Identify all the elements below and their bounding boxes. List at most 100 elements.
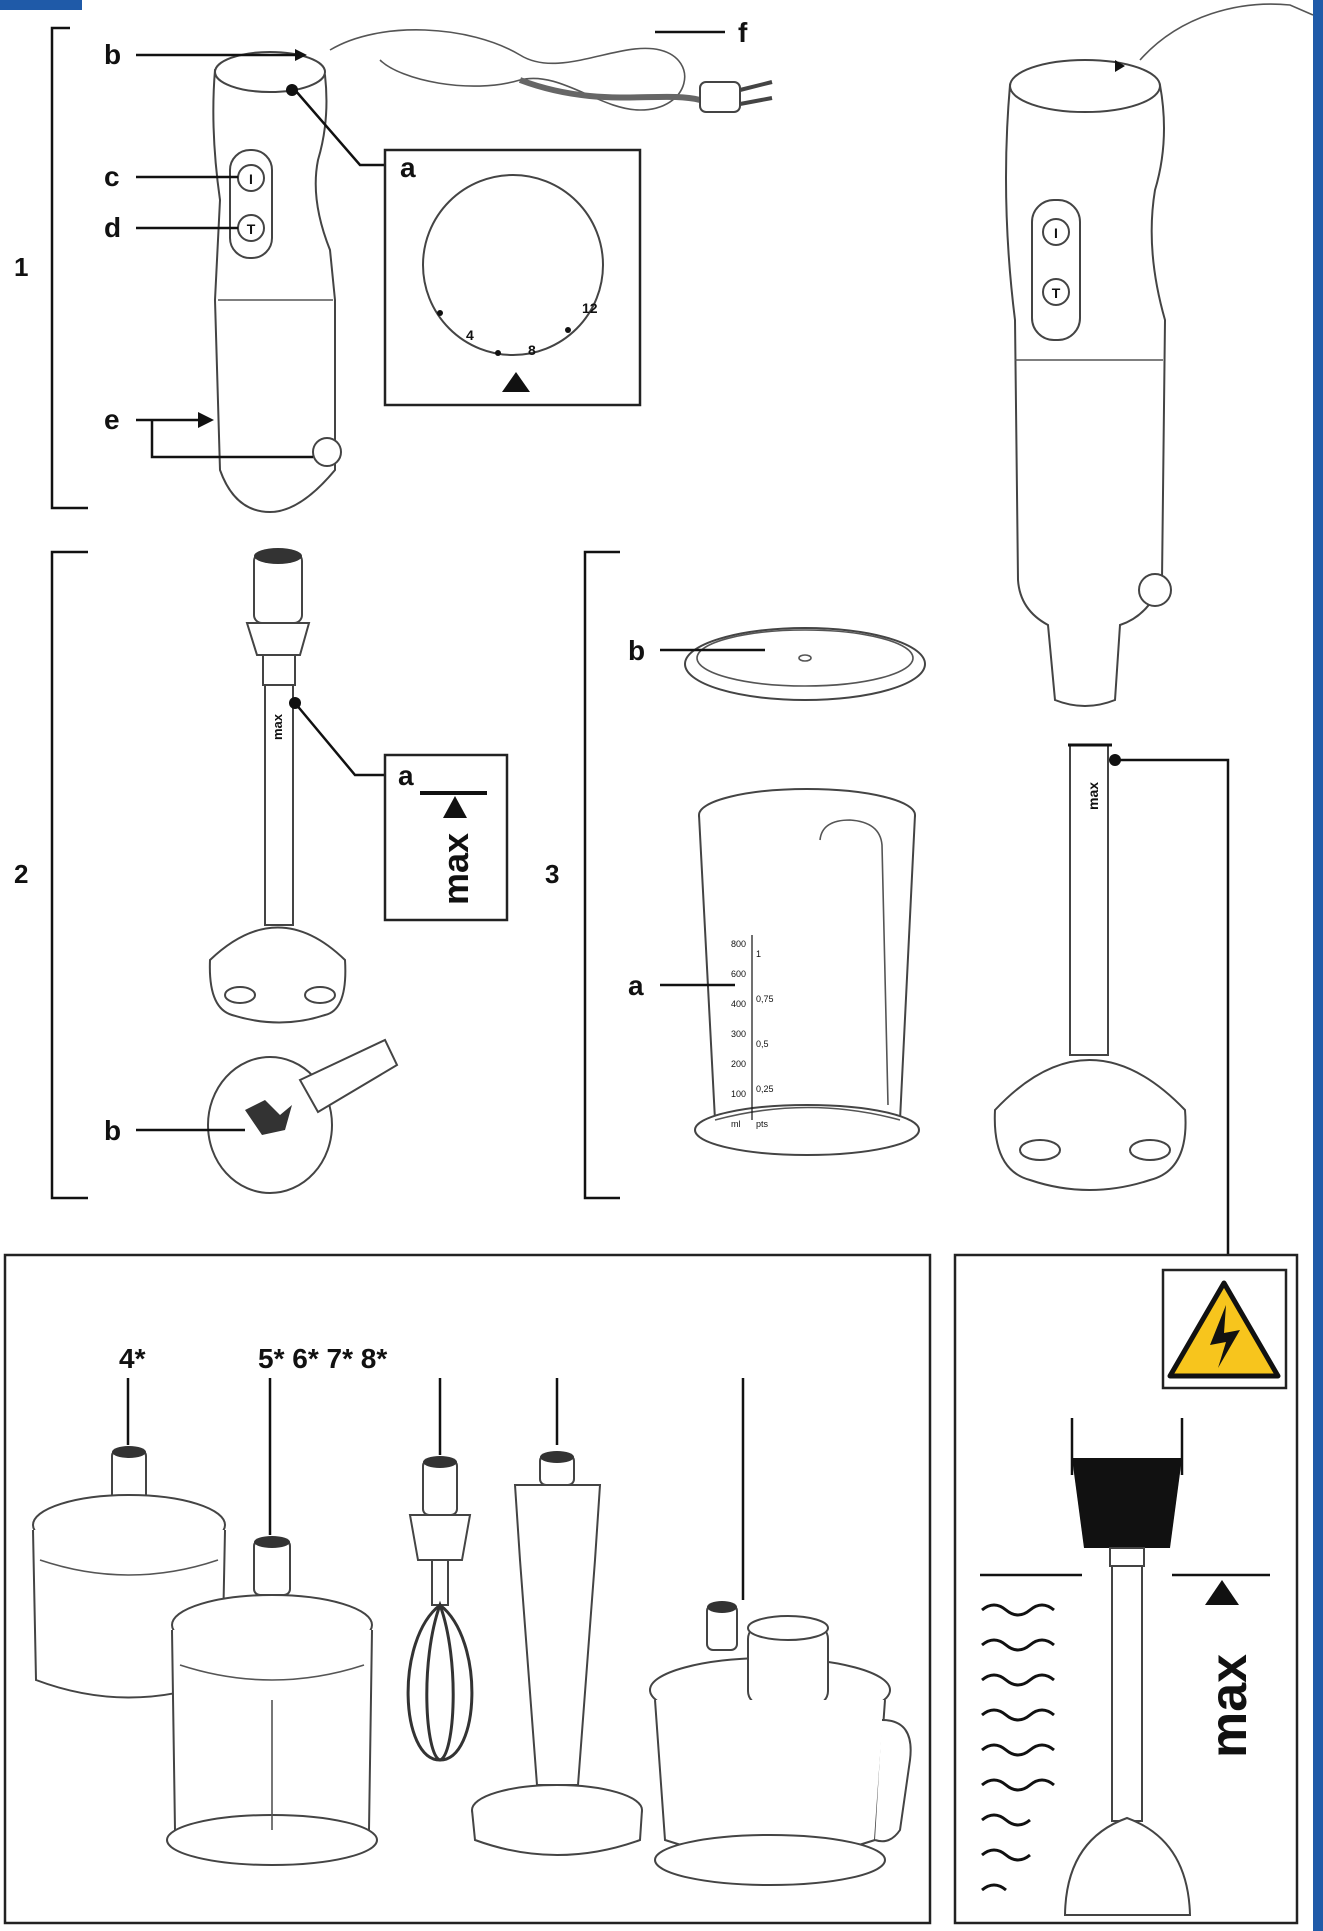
max-level-arrow-icon [1205,1580,1239,1605]
right-button-t-icon [1042,278,1070,306]
warning-box [953,1253,1299,1925]
right-button-i-label: I [1054,225,1058,241]
scale-pts-label: 0,75 [756,994,774,1004]
label-f: f [738,17,748,48]
coupling-top [254,548,302,564]
chopper-large [166,1536,378,1866]
right-shaft-tube [1069,744,1109,1056]
speed-dial-top [214,51,326,93]
dial-detail-box [383,148,642,407]
beaker-bottom-line [714,1106,901,1121]
speed-dial-detail [422,174,604,356]
label-4: 4* [119,1343,146,1374]
scale-ml-label: 400 [731,999,746,1009]
label-5-8: 5* 6* 7* 8* [258,1343,387,1374]
dial-mark: 8 [528,342,536,358]
label-e: e [104,404,120,435]
leader-2a [294,702,385,777]
power-cord-end [518,77,736,104]
power-cord [329,29,686,111]
beaker-base [694,1104,920,1156]
section-2-bracket [50,550,88,1200]
scale-ml-label: 600 [731,969,746,979]
liquid-waves [981,1603,1055,1892]
label-a: a [400,152,416,183]
accessories-section: 4* 5* 6* 7* 8* [3,1253,932,1925]
release-button-icon [312,437,342,467]
corner-tab [0,0,82,10]
scale-ml-label: 200 [731,1059,746,1069]
max-detail-box [383,753,509,922]
lid-hole [798,654,812,662]
beaker-lid [684,627,926,701]
connector-line [1115,758,1230,1255]
right-dial-pointer-icon [1115,60,1125,72]
chopper-small [32,1446,226,1699]
whisk [406,1456,474,1762]
dial-dot [437,310,443,316]
button-i-label: I [249,171,253,187]
lid-rim [696,629,914,687]
lightning-bolt-icon [1210,1305,1240,1368]
right-power-cord [1139,3,1314,61]
shaft-max-mark: max [270,713,285,740]
food-processor [649,1601,912,1886]
label-b: b [104,39,121,70]
right-blade-guard [993,1059,1187,1191]
section-1-bracket [50,26,88,510]
warning-section: max [953,1253,1299,1925]
label-2b: b [104,1115,121,1146]
button-t-label: T [247,221,256,237]
max-arrow-icon [443,796,467,818]
masher [471,1451,643,1856]
leader-e-bottom [150,420,313,459]
section-2: 2 max a max b [14,548,509,1200]
guard-silhouette [1063,1816,1192,1916]
right-motor-unit [1005,66,1167,707]
motor-silhouette [1072,1458,1182,1548]
right-speed-dial [1009,59,1161,113]
right-button-t-label: T [1052,285,1061,301]
section-1: 1 I T b c d e f [14,17,773,514]
section-2-number: 2 [14,859,28,889]
dial-pointer-icon [502,372,530,392]
scale-ml-label: 100 [731,1089,746,1099]
dial-dot [565,327,571,333]
right-vent-hole [1129,1139,1171,1161]
warning-icon-frame [1161,1268,1288,1390]
dial-mark: 12 [582,300,598,316]
section-3-bracket [583,550,620,1200]
blade-icon [245,1100,292,1135]
scale-ml-label: 300 [731,1029,746,1039]
scale-pts-label: 0,5 [756,1039,769,1049]
section-3: 3 b 800 600 400 300 200 100 ml 1 0,75 0,… [545,550,926,1200]
collar-silhouette [1109,1547,1145,1567]
vent-hole [224,986,256,1004]
shaft-collar [245,622,311,656]
max-detail-text: max [435,833,476,905]
label-d: d [104,212,121,243]
scale-ml-label: 800 [731,939,746,949]
scale-pts-label: pts [756,1119,769,1129]
beaker-spout [819,819,889,1106]
section-3-number: 3 [545,859,559,889]
shaft-tube [264,684,294,926]
shaft-angled [298,1038,399,1114]
right-vent-hole [1019,1139,1061,1161]
label-c: c [104,161,120,192]
leader-a-dot [286,84,298,96]
label-2a: a [398,760,414,791]
scale-pts-label: 0,25 [756,1084,774,1094]
accessories-box [3,1253,932,1925]
label-3b: b [628,635,645,666]
shaft-silhouette [1111,1565,1143,1822]
right-max-mark: max [1085,782,1101,810]
warning-max-text: max [1200,1654,1258,1758]
right-button-i-icon [1042,218,1070,246]
label-3a: a [628,970,644,1001]
assembled-blender: I T max [993,3,1314,1255]
shaft-neck [262,654,296,686]
power-plug [699,80,773,113]
arrow-b-icon [295,49,307,61]
